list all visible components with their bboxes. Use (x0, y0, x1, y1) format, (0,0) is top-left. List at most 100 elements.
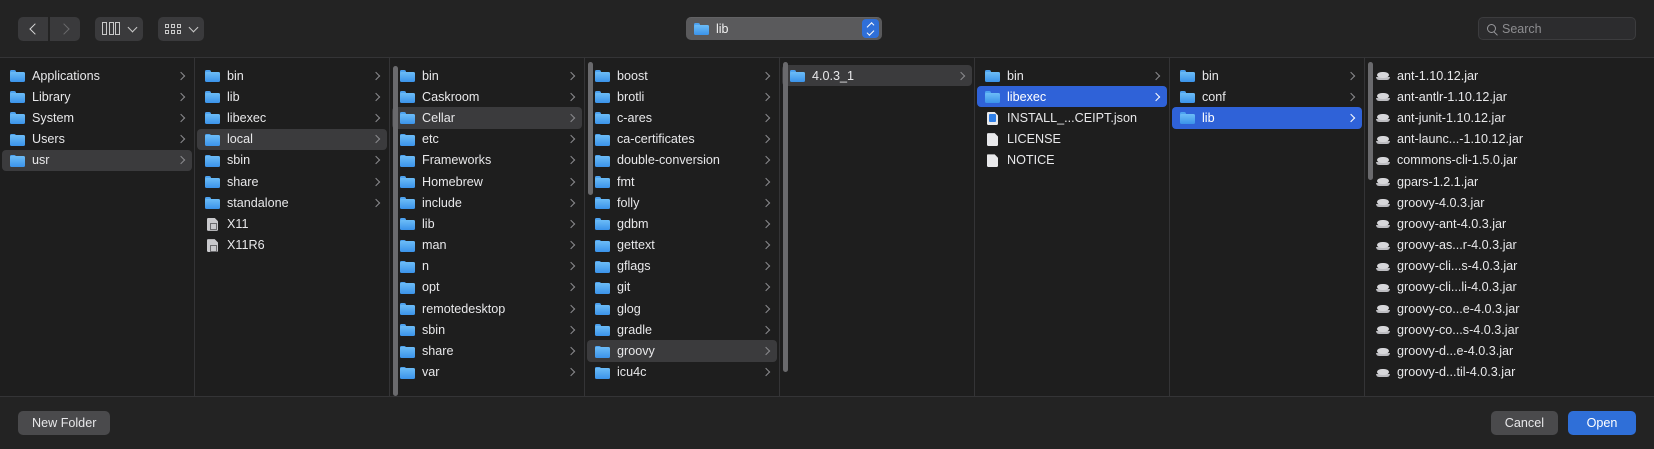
file-row[interactable]: groovy-co...s-4.0.3.jar (1367, 319, 1652, 340)
file-name-label: include (422, 195, 462, 210)
file-row[interactable]: bin (1172, 65, 1362, 86)
file-row[interactable]: bin (977, 65, 1167, 86)
open-button[interactable]: Open (1568, 411, 1636, 435)
file-row[interactable]: share (392, 340, 582, 361)
disclosure-chevron-icon (761, 71, 771, 80)
file-row[interactable]: ant-junit-1.10.12.jar (1367, 107, 1652, 128)
file-row[interactable]: 4.0.3_1 (782, 65, 972, 87)
file-row[interactable]: lib (392, 213, 582, 234)
search-field[interactable]: Search (1478, 17, 1636, 40)
file-row[interactable]: fmt (587, 171, 777, 192)
file-row[interactable]: remotedesktop (392, 298, 582, 319)
file-row[interactable]: Cellar (392, 107, 582, 129)
file-row[interactable]: folly (587, 192, 777, 213)
file-row[interactable]: groovy-as...r-4.0.3.jar (1367, 235, 1652, 256)
file-row[interactable]: INSTALL_...CEIPT.json (977, 107, 1167, 128)
chevron-down-icon (188, 22, 199, 32)
file-row[interactable]: double-conversion (587, 150, 777, 171)
file-row[interactable]: groovy-cli...s-4.0.3.jar (1367, 256, 1652, 277)
file-row[interactable]: bin (392, 65, 582, 86)
file-row[interactable]: Homebrew (392, 171, 582, 192)
file-row[interactable]: etc (392, 129, 582, 150)
path-popup-button[interactable]: lib (686, 17, 882, 40)
file-row[interactable]: lib (1172, 107, 1362, 129)
disclosure-chevron-icon (1151, 92, 1161, 102)
file-row[interactable]: conf (1172, 86, 1362, 107)
disclosure-chevron-icon (566, 92, 576, 102)
disclosure-chevron-icon (176, 113, 186, 123)
file-row[interactable]: brotli (587, 86, 777, 107)
path-popup-stepper[interactable] (862, 19, 879, 38)
file-row[interactable]: libexec (197, 107, 387, 128)
view-mode-button[interactable] (95, 16, 143, 41)
file-row[interactable]: c-ares (587, 107, 777, 128)
file-row[interactable]: usr (2, 149, 192, 171)
file-row[interactable]: Caskroom (392, 86, 582, 107)
cancel-button[interactable]: Cancel (1490, 411, 1558, 435)
back-button[interactable] (18, 16, 48, 41)
file-row[interactable]: gradle (587, 319, 777, 340)
file-row[interactable]: groovy-d...til-4.0.3.jar (1367, 362, 1652, 383)
file-row[interactable]: Users (2, 129, 192, 150)
file-row[interactable]: local (197, 128, 387, 150)
file-row[interactable]: share (197, 171, 387, 192)
file-row[interactable]: groovy (587, 340, 777, 362)
file-row[interactable]: standalone (197, 192, 387, 213)
file-row[interactable]: ant-antlr-1.10.12.jar (1367, 86, 1652, 107)
file-row[interactable]: System (2, 107, 192, 128)
file-row[interactable]: man (392, 235, 582, 256)
file-row[interactable]: gdbm (587, 213, 777, 234)
file-name-label: INSTALL_...CEIPT.json (1007, 110, 1137, 125)
column-scrollbar[interactable] (783, 62, 788, 372)
file-row[interactable]: gflags (587, 256, 777, 277)
column-scrollbar[interactable] (1368, 62, 1373, 180)
file-row[interactable]: bin (197, 65, 387, 86)
file-row[interactable]: ca-certificates (587, 129, 777, 150)
file-row[interactable]: glog (587, 298, 777, 319)
column-scrollbar[interactable] (588, 62, 593, 195)
file-row[interactable]: commons-cli-1.5.0.jar (1367, 150, 1652, 171)
file-row[interactable]: boost (587, 65, 777, 86)
file-row[interactable]: Frameworks (392, 150, 582, 171)
file-row[interactable]: include (392, 192, 582, 213)
folder-icon (400, 133, 415, 146)
file-row[interactable]: LICENSE (977, 129, 1167, 150)
file-row[interactable]: X11R6 (197, 235, 387, 256)
file-row[interactable]: lib (197, 86, 387, 107)
file-row[interactable]: gettext (587, 235, 777, 256)
file-row[interactable]: groovy-co...e-4.0.3.jar (1367, 298, 1652, 319)
file-row[interactable]: sbin (197, 150, 387, 171)
file-row[interactable]: ant-1.10.12.jar (1367, 65, 1652, 86)
file-row[interactable]: var (392, 362, 582, 383)
file-row[interactable]: n (392, 256, 582, 277)
file-row[interactable]: git (587, 277, 777, 298)
column-groovy[interactable]: 4.0.3_1 (780, 58, 975, 396)
file-row[interactable]: libexec (977, 86, 1167, 108)
file-row[interactable]: NOTICE (977, 150, 1167, 171)
file-row[interactable]: sbin (392, 319, 582, 340)
file-row[interactable]: ant-launc...-1.10.12.jar (1367, 129, 1652, 150)
file-row[interactable]: groovy-cli...li-4.0.3.jar (1367, 277, 1652, 298)
file-row[interactable]: groovy-d...e-4.0.3.jar (1367, 340, 1652, 361)
file-row[interactable]: groovy-ant-4.0.3.jar (1367, 213, 1652, 234)
file-row[interactable]: X11 (197, 213, 387, 234)
file-row[interactable]: Library (2, 86, 192, 107)
file-row[interactable]: groovy-4.0.3.jar (1367, 192, 1652, 213)
file-row[interactable]: icu4c (587, 362, 777, 383)
forward-button[interactable] (50, 16, 80, 41)
file-row[interactable]: Applications (2, 65, 192, 86)
search-input[interactable]: Search (1502, 21, 1542, 36)
column-scrollbar[interactable] (393, 66, 398, 396)
file-row[interactable]: gpars-1.2.1.jar (1367, 171, 1652, 192)
file-row[interactable]: opt (392, 277, 582, 298)
group-by-button[interactable] (158, 16, 204, 41)
new-folder-button[interactable]: New Folder (18, 411, 111, 435)
